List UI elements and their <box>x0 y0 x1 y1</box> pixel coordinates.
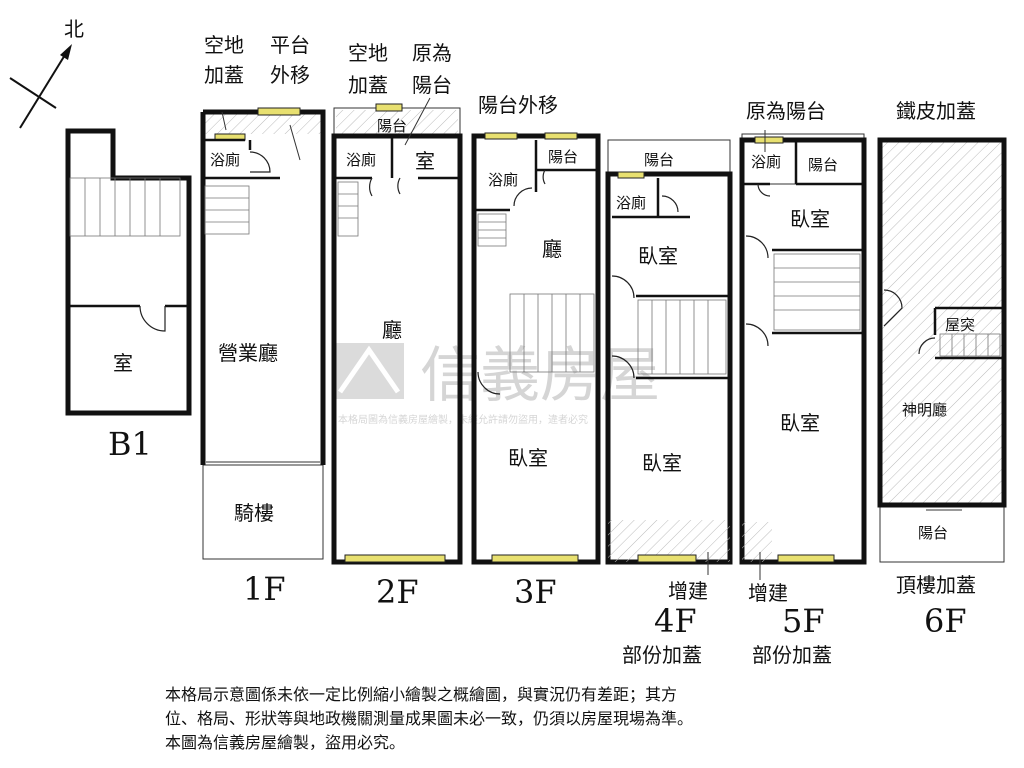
6f-roof-protrusion: 屋突 <box>945 316 975 334</box>
north-label: 北 <box>64 17 84 41</box>
1f-business-hall: 營業廳 <box>218 341 278 365</box>
1f-note-4: 外移 <box>270 63 310 87</box>
2f-note-1: 空地 <box>348 41 388 65</box>
2f-hall: 廳 <box>382 318 402 342</box>
floor-1f: 浴廁 營業廳 騎樓 空地 加蓋 平台 外移 1F <box>200 33 326 608</box>
2f-note-2: 加蓋 <box>348 73 388 97</box>
1f-stairs <box>204 185 250 235</box>
4f-bedroom-1: 臥室 <box>638 244 678 268</box>
6f-stairs <box>939 333 1001 357</box>
disclaimer-line-2: 位、格局、形狀等與地政機關測量成果圖未必一致，仍須以房屋現場為準。 <box>165 709 694 728</box>
2f-balcony: 陽台 <box>377 117 407 135</box>
floor-5f: 浴廁 陽台 臥室 臥室 原為陽台 增建 5F 部份加蓋 <box>739 99 867 667</box>
5f-bedroom-1: 臥室 <box>790 207 830 231</box>
3f-bathroom: 浴廁 <box>488 171 518 189</box>
floor-3f: 浴廁 陽台 廳 臥室 陽台外移 3F <box>471 93 601 611</box>
b1-stairs <box>69 177 181 237</box>
4f-floor-sub: 部份加蓋 <box>622 643 702 667</box>
6f-floor-sub: 頂樓加蓋 <box>896 573 976 597</box>
3f-balcony: 陽台 <box>548 148 578 166</box>
1f-note-3: 平台 <box>270 33 310 57</box>
4f-stairs <box>637 299 727 375</box>
2f-note-3: 原為 <box>412 41 452 65</box>
watermark-brand: 信義房屋 <box>420 341 660 411</box>
watermark-disclaimer: 本格局圖為信義房屋繪製，未經允許請勿盜用，違者必究 <box>338 413 588 426</box>
5f-floor-sub: 部份加蓋 <box>752 643 832 667</box>
2f-bathroom: 浴廁 <box>346 151 376 169</box>
b1-floor-label: B1 <box>108 425 152 463</box>
floor-6f: 屋突 神明廳 陽台 鐵皮加蓋 頂樓加蓋 6F <box>877 99 1007 640</box>
5f-bathroom: 浴廁 <box>751 153 781 171</box>
2f-stairs <box>337 181 359 237</box>
3f-stairs-main <box>509 293 595 373</box>
4f-note-1: 增建 <box>668 579 708 603</box>
4f-bathroom: 浴廁 <box>616 194 646 212</box>
6f-balcony: 陽台 <box>918 524 948 542</box>
3f-bedroom: 臥室 <box>508 446 548 470</box>
1f-note-1: 空地 <box>204 33 244 57</box>
2f-room: 室 <box>415 149 435 173</box>
disclaimer-notes: 本格局示意圖係未依一定比例縮小繪製之概繪圖，與實況仍有差距；其方 位、格局、形狀… <box>165 683 925 755</box>
5f-note-1: 原為陽台 <box>746 99 826 123</box>
watermark: 信義房屋 本格局圖為信義房屋繪製，未經允許請勿盜用，違者必究 <box>334 341 660 426</box>
disclaimer-line-3: 本圖為信義房屋繪製，盜用必究。 <box>165 733 406 752</box>
b1-room: 室 <box>113 351 133 375</box>
6f-shrine-hall: 神明廳 <box>902 401 947 419</box>
6f-note-1: 鐵皮加蓋 <box>896 99 976 123</box>
1f-arcade-label: 騎樓 <box>234 501 274 525</box>
4f-bedroom-2: 臥室 <box>642 451 682 475</box>
5f-balcony: 陽台 <box>808 156 838 174</box>
4f-floor-label: 4F <box>654 602 697 640</box>
5f-bedroom-2: 臥室 <box>780 411 820 435</box>
2f-floor-label: 2F <box>376 573 419 611</box>
4f-balcony: 陽台 <box>644 151 674 169</box>
floor-b1: 室 B1 <box>65 128 192 463</box>
6f-floor-label: 6F <box>924 602 967 640</box>
watermark-logo <box>334 343 404 399</box>
1f-arcade <box>202 464 324 560</box>
5f-stairs <box>773 253 861 331</box>
floor-2f: 陽台 浴廁 室 廳 空地 加蓋 原為 陽台 2F <box>331 41 463 611</box>
1f-bathroom: 浴廁 <box>210 151 240 169</box>
1f-floor-label: 1F <box>243 570 286 608</box>
2f-note-4: 陽台 <box>412 73 452 97</box>
3f-floor-label: 3F <box>514 573 557 611</box>
1f-note-2: 加蓋 <box>204 63 244 87</box>
disclaimer-line-1: 本格局示意圖係未依一定比例縮小繪製之概繪圖，與實況仍有差距；其方 <box>165 685 678 704</box>
floor-4f: 陽台 浴廁 臥室 臥室 增建 4F 部份加蓋 <box>605 139 733 667</box>
north-arrow: 北 <box>9 17 84 129</box>
5f-floor-label: 5F <box>782 602 825 640</box>
3f-hall: 廳 <box>542 237 562 261</box>
5f-note-2: 增建 <box>748 581 788 605</box>
3f-note-1: 陽台外移 <box>478 93 558 117</box>
3f-stairs-upper <box>477 213 507 247</box>
